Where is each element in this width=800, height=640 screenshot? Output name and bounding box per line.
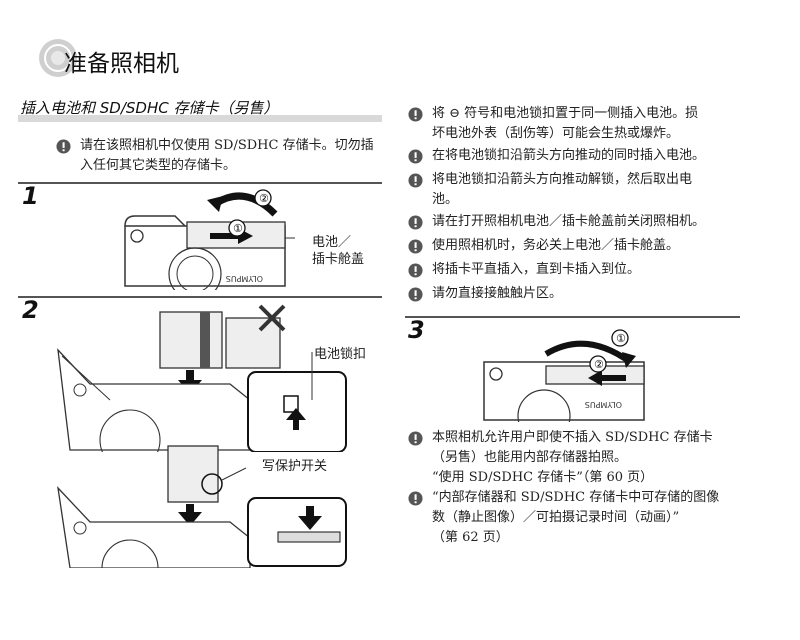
step2-rule xyxy=(18,296,382,298)
brand-text-3: OLYMPUS xyxy=(585,400,622,409)
step1-label-1: ① xyxy=(233,222,243,235)
step1-number: 1 xyxy=(22,182,39,210)
cover-callout: 电池／ 插卡舱盖 xyxy=(312,234,364,268)
left-note-line-1: 请在该照相机中仅使用 SD/SDHC 存储卡。切勿插 xyxy=(80,138,374,153)
bottom-note-2: “内部存储器和 SD/SDHC 存储卡中可存储的图像 数（静止图像）／可拍摄记录… xyxy=(408,488,758,550)
caution-icon xyxy=(408,107,423,122)
right-note-4: 请在打开照相机电池／插卡舱盖前关闭照相机。 xyxy=(408,212,758,234)
right-note-7: 请勿直接接触触片区。 xyxy=(408,284,758,306)
right-note-1: 将 ⊖ 符号和电池锁扣置于同一侧插入电池。损 坏电池外表（刮伤等）可能会生热或爆… xyxy=(408,104,758,146)
caution-icon xyxy=(408,215,423,230)
caution-icon xyxy=(408,263,423,278)
right-note-4-line-1: 请在打开照相机电池／插卡舱盖前关闭照相机。 xyxy=(432,214,706,229)
right-note-7-line-1: 请勿直接接触触片区。 xyxy=(432,286,563,301)
bottom-note-1-line-3: “使用 SD/SDHC 存储卡”（第 60 页） xyxy=(432,470,654,485)
right-note-6: 将插卡平直插入，直到卡插入到位。 xyxy=(408,260,758,282)
step3-rule xyxy=(405,316,740,318)
caution-icon xyxy=(408,431,423,446)
bottom-note-1: 本照相机允许用户即使不插入 SD/SDHC 存储卡 （另售）也能用内部存储器拍照… xyxy=(408,428,758,490)
step2-battery-illustration xyxy=(50,300,350,452)
battery-lock-callout: 电池锁扣 xyxy=(314,347,367,362)
step2-number: 2 xyxy=(22,296,39,324)
step1-label-2: ② xyxy=(259,192,269,205)
caution-icon xyxy=(408,491,423,506)
write-protect-callout: 写保护开关 xyxy=(262,459,328,474)
caution-icon xyxy=(56,139,71,154)
step3-label-1: ① xyxy=(616,332,626,345)
right-note-2: 在将电池锁扣沿箭头方向推动的同时插入电池。 xyxy=(408,146,758,168)
bottom-note-1-line-2: （另售）也能用内部存储器拍照。 xyxy=(432,450,628,465)
section-heading-bar xyxy=(18,115,382,122)
caution-icon xyxy=(408,149,423,164)
step1-illustration: OLYMPUS ① ② xyxy=(115,186,295,290)
section-heading-text: 插入电池和 SD/SDHC 存储卡（另售） xyxy=(20,99,279,117)
step3-label-2: ② xyxy=(594,358,604,371)
cover-callout-line-1: 电池／ xyxy=(312,235,352,250)
section-heading: 插入电池和 SD/SDHC 存储卡（另售） xyxy=(18,96,382,122)
bottom-note-1-line-1: 本照相机允许用户即使不插入 SD/SDHC 存储卡 xyxy=(432,430,713,445)
caution-icon xyxy=(408,173,423,188)
caution-icon xyxy=(408,239,423,254)
title-emblem xyxy=(38,36,78,84)
right-note-2-line-1: 在将电池锁扣沿箭头方向推动的同时插入电池。 xyxy=(432,148,706,163)
brand-text-1: OLYMPUS xyxy=(226,274,263,283)
left-note-line-2: 入任何其它类型的存储卡。 xyxy=(80,158,237,173)
right-note-6-line-1: 将插卡平直插入，直到卡插入到位。 xyxy=(432,262,641,277)
step1-rule xyxy=(18,182,382,184)
right-note-3: 将电池锁扣沿箭头方向推动解锁，然后取出电 池。 xyxy=(408,170,758,212)
right-note-5: 使用照相机时，务必关上电池／插卡舱盖。 xyxy=(408,236,758,258)
step3-number: 3 xyxy=(408,316,425,344)
step2-card-illustration xyxy=(50,444,350,568)
right-note-1-line-2: 坏电池外表（刮伤等）可能会生热或爆炸。 xyxy=(432,126,680,141)
cover-callout-line-2: 插卡舱盖 xyxy=(312,252,365,267)
bottom-note-2-line-1: “内部存储器和 SD/SDHC 存储卡中可存储的图像 xyxy=(432,490,720,505)
left-note: 请在该照相机中仅使用 SD/SDHC 存储卡。切勿插 入任何其它类型的存储卡。 xyxy=(56,136,386,180)
right-note-3-line-1: 将电池锁扣沿箭头方向推动解锁，然后取出电 xyxy=(432,172,693,187)
page-title: 准备照相机 xyxy=(64,51,179,77)
right-note-5-line-1: 使用照相机时，务必关上电池／插卡舱盖。 xyxy=(432,238,680,253)
bottom-note-2-line-2: 数（静止图像）／可拍摄记录时间（动画）” xyxy=(432,510,680,525)
step3-illustration: OLYMPUS ① ② xyxy=(476,326,656,422)
right-note-1-line-1: 将 ⊖ 符号和电池锁扣置于同一侧插入电池。损 xyxy=(432,106,699,121)
caution-icon xyxy=(408,287,423,302)
right-note-3-line-2: 池。 xyxy=(432,192,459,207)
bottom-note-2-line-3: （第 62 页） xyxy=(432,530,509,545)
